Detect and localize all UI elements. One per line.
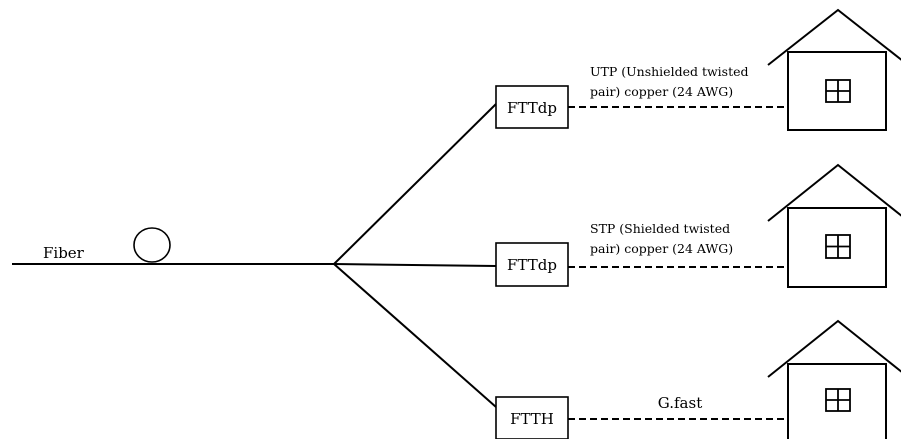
node-fttdp-utp: FTTdp UTP (Unshielded twisted pair) copp… bbox=[495, 64, 788, 129]
fiber-loop-icon bbox=[133, 227, 171, 263]
window-icon bbox=[825, 79, 851, 103]
link-label-line-2: pair) copper (24 AWG) bbox=[590, 84, 733, 99]
link-label-line-1: STP (Shielded twisted bbox=[590, 221, 730, 236]
house-icon bbox=[767, 319, 901, 439]
window-icon bbox=[825, 388, 851, 412]
node-label: FTTH bbox=[510, 410, 554, 428]
node-fttdp-stp: FTTdp STP (Shielded twisted pair) copper… bbox=[495, 221, 788, 287]
link-label-line-2: pair) copper (24 AWG) bbox=[590, 241, 733, 256]
node-box bbox=[495, 242, 569, 287]
branch-line-top bbox=[333, 103, 497, 265]
house-icon bbox=[767, 163, 901, 288]
node-label: FTTdp bbox=[507, 99, 557, 117]
link-label: G.fast bbox=[658, 394, 702, 412]
fiber-label: Fiber bbox=[43, 244, 85, 262]
link-label-line-1: UTP (Unshielded twisted bbox=[590, 64, 749, 79]
node-box bbox=[495, 396, 569, 439]
house-icon bbox=[767, 8, 901, 131]
node-ftth: FTTH G.fast bbox=[495, 394, 788, 439]
window-icon bbox=[825, 234, 851, 259]
branch-line-bottom bbox=[333, 263, 497, 408]
branch-line-middle bbox=[333, 263, 497, 267]
node-label: FTTdp bbox=[507, 256, 557, 274]
